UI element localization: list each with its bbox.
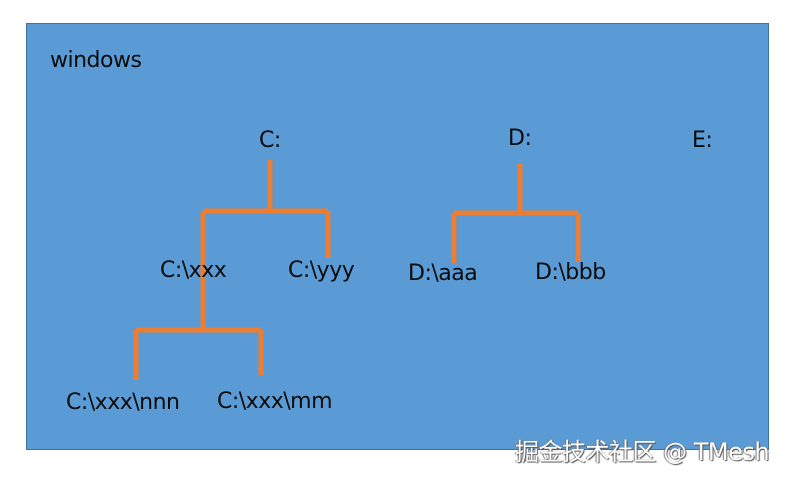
diagram-panel — [26, 23, 769, 450]
node-c-xxx: C:\xxx — [160, 258, 227, 283]
node-e-root: E: — [692, 128, 713, 153]
connector-c-root — [200, 160, 331, 330]
node-d-root: D: — [508, 126, 532, 151]
node-c-yyy: C:\yyy — [288, 258, 355, 283]
node-d-aaa: D:\aaa — [408, 261, 478, 286]
node-c-xxx-mm: C:\xxx\mm — [217, 389, 333, 414]
diagram-title: windows — [50, 48, 142, 73]
node-c-root: C: — [259, 128, 281, 153]
node-c-xxx-nnn: C:\xxx\nnn — [66, 390, 180, 415]
connector-d-root — [451, 164, 581, 263]
watermark: 掘金技术社区 @ TMesh — [515, 438, 770, 466]
node-d-bbb: D:\bbb — [535, 260, 606, 285]
connector-c-xxx — [133, 327, 264, 380]
